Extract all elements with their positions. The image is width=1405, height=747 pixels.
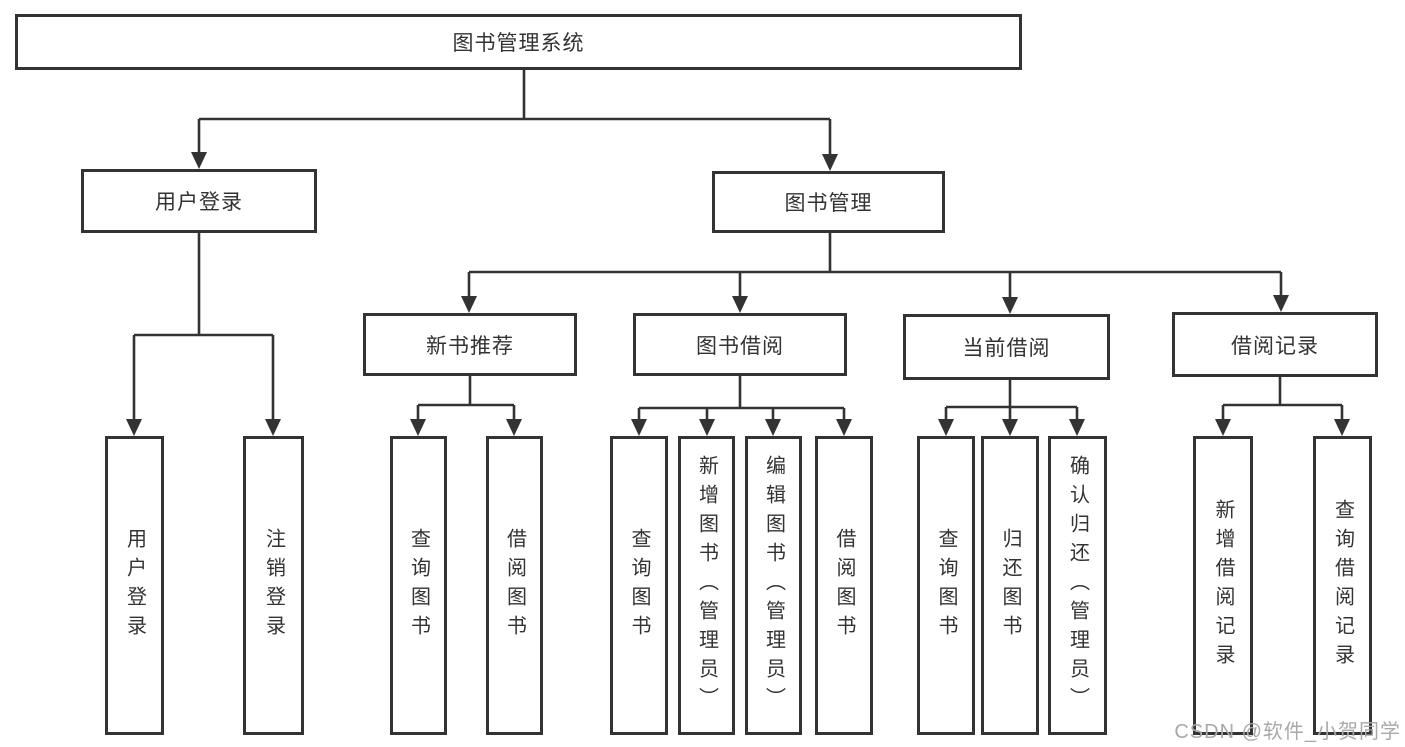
leaf-query-book-2: 查询图书 [610, 436, 668, 735]
leaf-borrow-book-2: 借阅图书 [815, 436, 873, 735]
leaf-edit-book-admin-label: 编辑图书（管理员） [762, 455, 785, 716]
leaf-edit-book-admin: 编辑图书（管理员） [745, 436, 802, 735]
leaf-query-borrow-record: 查询借阅记录 [1313, 436, 1372, 735]
leaf-return-book-label: 归还图书 [999, 527, 1021, 644]
node-root-label: 图书管理系统 [452, 32, 585, 55]
leaf-query-book-2-label: 查询图书 [628, 527, 650, 644]
leaf-borrow-book-2-label: 借阅图书 [833, 527, 855, 644]
node-new-book-recommend-label: 新书推荐 [426, 334, 514, 358]
node-borrow-record-label: 借阅记录 [1231, 334, 1319, 358]
leaf-logout-label: 注销登录 [262, 527, 285, 644]
leaf-add-borrow-record-label: 新增借阅记录 [1212, 498, 1234, 673]
leaf-borrow-book-1: 借阅图书 [486, 436, 543, 735]
csdn-watermark: CSDN @软件_小贺同学 [1174, 721, 1401, 743]
node-book-borrow-label: 图书借阅 [696, 334, 784, 358]
node-current-borrow-label: 当前借阅 [962, 337, 1051, 360]
leaf-query-book-3: 查询图书 [917, 436, 975, 735]
leaf-add-book-admin-label: 新增图书（管理员） [695, 455, 718, 716]
leaf-user-login: 用户登录 [105, 436, 164, 735]
leaf-query-borrow-record-label: 查询借阅记录 [1331, 498, 1354, 673]
node-current-borrow: 当前借阅 [903, 314, 1110, 380]
leaf-return-book: 归还图书 [981, 436, 1039, 735]
leaf-user-login-label: 用户登录 [123, 527, 146, 644]
node-root: 图书管理系统 [15, 14, 1022, 70]
node-user-login-label: 用户登录 [155, 191, 243, 214]
leaf-logout: 注销登录 [243, 436, 304, 735]
leaf-confirm-return-admin-label: 确认归还（管理员） [1066, 455, 1089, 716]
leaf-add-book-admin: 新增图书（管理员） [678, 436, 735, 735]
node-book-management: 图书管理 [712, 171, 945, 233]
leaf-query-book-1-label: 查询图书 [407, 527, 430, 644]
leaf-borrow-book-1-label: 借阅图书 [503, 527, 526, 644]
leaf-query-book-3-label: 查询图书 [935, 527, 957, 644]
node-book-management-label: 图书管理 [784, 192, 873, 215]
node-user-login: 用户登录 [81, 169, 317, 233]
leaf-add-borrow-record: 新增借阅记录 [1193, 436, 1253, 735]
node-borrow-record: 借阅记录 [1172, 312, 1378, 377]
leaf-query-book-1: 查询图书 [390, 436, 447, 735]
node-book-borrow: 图书借阅 [633, 313, 847, 376]
leaf-confirm-return-admin: 确认归还（管理员） [1048, 436, 1107, 735]
node-new-book-recommend: 新书推荐 [363, 313, 577, 376]
